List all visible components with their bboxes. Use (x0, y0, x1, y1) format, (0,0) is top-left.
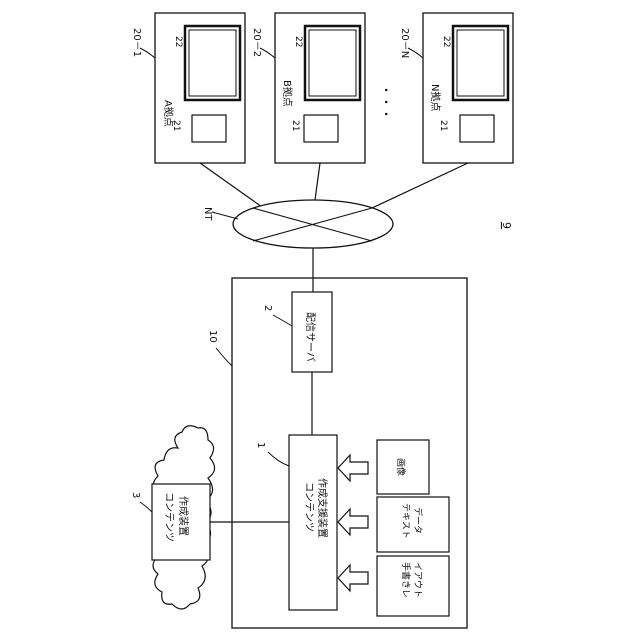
arrow-handwritten-layout (338, 565, 368, 591)
site-b-name: B拠点 (281, 80, 294, 107)
arrow-text-data (338, 509, 368, 535)
creation-device-label-1: コンテンツ (163, 492, 174, 542)
site-a-ref: 20－1 (131, 28, 142, 57)
support-device-ref: 1 (255, 442, 266, 448)
site-a-screen-ref: 22 (173, 36, 183, 47)
arrow-image (338, 455, 368, 481)
network-label: NT (202, 207, 213, 221)
link-site-n (372, 163, 468, 208)
input-text-data-label-1: テキスト (400, 503, 411, 539)
support-device-label-2: 作成支援装置 (316, 478, 329, 538)
system-leader (216, 348, 232, 366)
creation-device-leader (140, 502, 152, 512)
input-handwritten-label-2: イアウト (412, 562, 423, 598)
site-n-terminal-ref: 21 (438, 120, 448, 131)
support-device-label-1: コンテンツ (303, 482, 314, 532)
figure-number: 9 (500, 222, 513, 229)
server-label: 配信サーバ (304, 312, 316, 362)
system: 10 配信サーバ 2 コンテンツ 作成支援装置 1 画像 テキスト データ 手書… (207, 248, 467, 628)
input-image-label: 画像 (395, 458, 407, 476)
creation-cloud: コンテンツ 作成装置 3 (130, 426, 215, 609)
site-a-terminal (192, 115, 226, 142)
site-n-screen (453, 26, 508, 100)
site-b-terminal (304, 115, 338, 142)
creation-device-ref: 3 (130, 492, 141, 498)
site-b-terminal-ref: 21 (290, 120, 300, 131)
server-leader (273, 315, 292, 326)
network-leader (212, 212, 238, 219)
site-n-name: N拠点 (429, 84, 442, 111)
input-handwritten-label-1: 手書きレ (400, 562, 412, 598)
system-ref: 10 (207, 330, 218, 343)
network: NT (200, 163, 468, 248)
site-n-ref: 20－N (399, 28, 410, 58)
site-b-ref: 20－2 (251, 28, 262, 57)
site-b: B拠点 22 21 20－2 (251, 13, 365, 163)
input-text-data-label-2: データ (412, 507, 424, 534)
support-device-leader (268, 452, 289, 466)
site-b-screen-ref: 22 (293, 36, 303, 47)
site-n-terminal (460, 115, 494, 142)
site-n: N拠点 22 21 20－N (399, 13, 513, 163)
site-a: A拠点 22 21 20－1 (131, 13, 245, 163)
site-a-screen (185, 26, 240, 100)
site-a-terminal-ref: 21 (171, 120, 181, 131)
creation-device-label-2: 作成装置 (177, 496, 190, 536)
link-site-b (315, 163, 320, 200)
ellipsis: ・・・ (379, 84, 393, 120)
server-ref: 2 (262, 305, 273, 311)
site-b-screen (305, 26, 360, 100)
site-n-screen-ref: 22 (441, 36, 451, 47)
link-site-a (200, 163, 262, 207)
